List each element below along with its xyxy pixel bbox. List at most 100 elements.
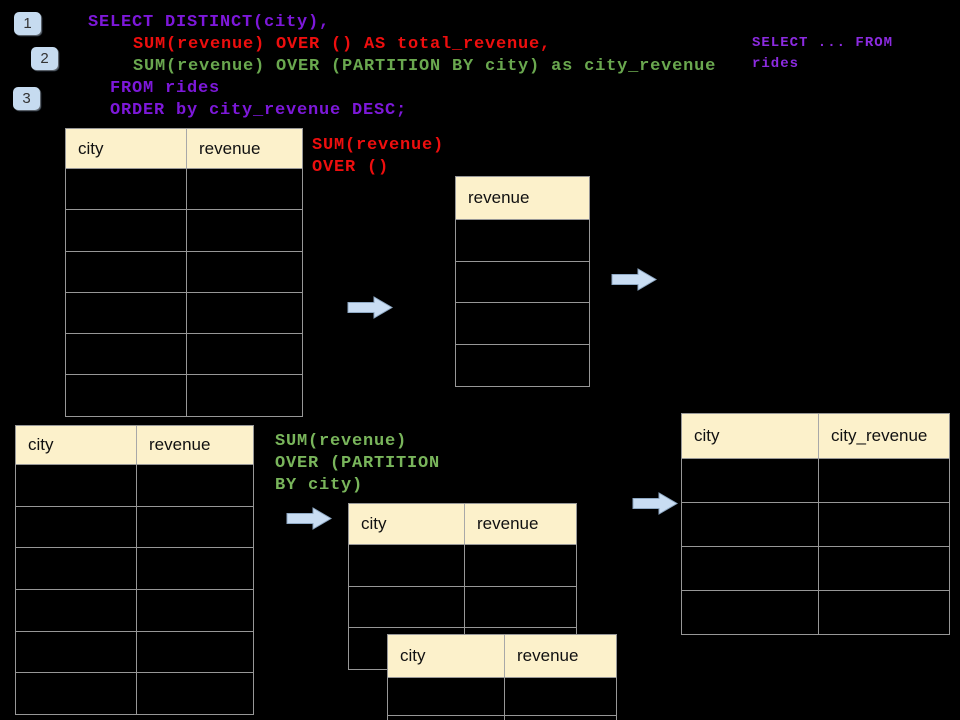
column-header: revenue xyxy=(186,129,302,168)
table-row xyxy=(456,219,589,261)
table-row xyxy=(66,209,302,251)
table-cell xyxy=(66,334,186,374)
table-cell xyxy=(456,220,589,261)
table-cell xyxy=(818,459,949,502)
table-cell xyxy=(136,506,253,548)
table-cell xyxy=(186,375,302,416)
table-cell xyxy=(136,631,253,673)
table-row xyxy=(16,505,253,548)
table-cell xyxy=(464,545,576,586)
table-cell xyxy=(186,292,302,334)
arrow-right-icon xyxy=(611,268,657,291)
sql-line-total-revenue: SUM(revenue) OVER () AS total_revenue, xyxy=(133,35,552,54)
column-header: revenue xyxy=(464,504,576,544)
annotation-over-partition: SUM(revenue) OVER (PARTITION BY city) xyxy=(275,432,441,495)
table-cell xyxy=(66,210,186,250)
column-header: revenue xyxy=(136,426,253,464)
table-row xyxy=(16,589,253,631)
table-cell xyxy=(504,678,616,715)
table-header-row: city revenue xyxy=(66,129,302,168)
table-cell xyxy=(456,303,589,344)
sql-line-city-revenue: SUM(revenue) OVER (PARTITION BY city) as… xyxy=(133,57,717,76)
column-header: city xyxy=(361,514,387,533)
table-cell xyxy=(388,716,504,720)
sql-line-order-by: ORDER by city_revenue DESC; xyxy=(110,101,408,120)
table-cell xyxy=(818,503,949,546)
table-cell xyxy=(136,673,253,715)
table-cell xyxy=(186,210,302,251)
table-cell xyxy=(504,716,616,720)
table-cell xyxy=(186,169,302,210)
table-header-row: revenue xyxy=(456,177,589,219)
arrow-right-icon xyxy=(286,507,332,530)
table-cell xyxy=(16,632,136,673)
table-cell xyxy=(349,545,464,586)
table-total-revenue-result: revenue xyxy=(455,176,590,387)
table-header-row: city revenue xyxy=(349,504,576,544)
table-cell xyxy=(16,507,136,548)
table-row xyxy=(456,302,589,344)
table-row xyxy=(388,715,616,720)
table-cell xyxy=(682,547,818,590)
column-header: city xyxy=(28,435,54,454)
table-cell xyxy=(16,548,136,589)
table-header-row: city revenue xyxy=(388,635,616,677)
table-cell xyxy=(818,591,949,634)
sql-side-note: SELECT ... FROM rides xyxy=(752,35,894,72)
step-badge-1: 1 xyxy=(14,12,41,35)
table-cell xyxy=(16,590,136,631)
table-cell xyxy=(682,459,818,502)
table-row xyxy=(66,374,302,416)
table-cell xyxy=(456,345,589,386)
table-cell xyxy=(66,375,186,415)
table-cell xyxy=(66,169,186,209)
column-header: city xyxy=(694,426,720,445)
table-cell xyxy=(136,465,253,506)
table-cell xyxy=(136,548,253,590)
column-header: city xyxy=(78,138,104,158)
annotation-over-total: SUM(revenue) OVER () xyxy=(312,136,445,177)
table-cell xyxy=(186,334,302,375)
table-cell xyxy=(464,586,576,628)
table-partition-mid: city revenue xyxy=(348,503,577,671)
table-row xyxy=(66,291,302,334)
table-cell xyxy=(66,252,186,292)
table-row xyxy=(66,168,302,210)
table-row xyxy=(16,547,253,590)
table-row xyxy=(349,585,576,628)
table-cell xyxy=(16,465,136,506)
table-row xyxy=(682,458,949,502)
sql-line-from: FROM rides xyxy=(110,79,221,98)
table-row xyxy=(388,677,616,715)
table-row xyxy=(66,250,302,292)
table-row xyxy=(682,590,949,634)
table-row xyxy=(16,672,253,715)
table-cell xyxy=(818,547,949,590)
table-cell xyxy=(349,587,464,628)
table-cell xyxy=(136,590,253,631)
table-cell xyxy=(456,262,589,303)
table-row xyxy=(66,333,302,375)
table-source-bottom: city revenue xyxy=(15,425,254,716)
column-header: city xyxy=(400,646,426,665)
table-cell xyxy=(388,678,504,715)
arrow-right-icon xyxy=(632,492,678,515)
table-cell xyxy=(66,293,186,333)
table-header-row: city revenue xyxy=(16,426,253,464)
sql-line-select: SELECT DISTINCT(city), xyxy=(88,13,331,32)
table-partition-overlay: city revenue xyxy=(387,634,617,720)
table-cell xyxy=(682,503,818,546)
table-row xyxy=(16,464,253,506)
step-badge-3: 3 xyxy=(13,87,40,110)
arrow-right-icon xyxy=(347,296,393,319)
step-badge-2: 2 xyxy=(31,47,58,70)
table-source-top: city revenue xyxy=(65,128,303,417)
column-header: revenue xyxy=(468,188,530,207)
table-row xyxy=(682,546,949,590)
table-row xyxy=(456,344,589,386)
table-cell xyxy=(682,591,818,634)
table-header-row: city city_revenue xyxy=(682,414,949,458)
table-row xyxy=(682,502,949,546)
table-row xyxy=(349,544,576,586)
